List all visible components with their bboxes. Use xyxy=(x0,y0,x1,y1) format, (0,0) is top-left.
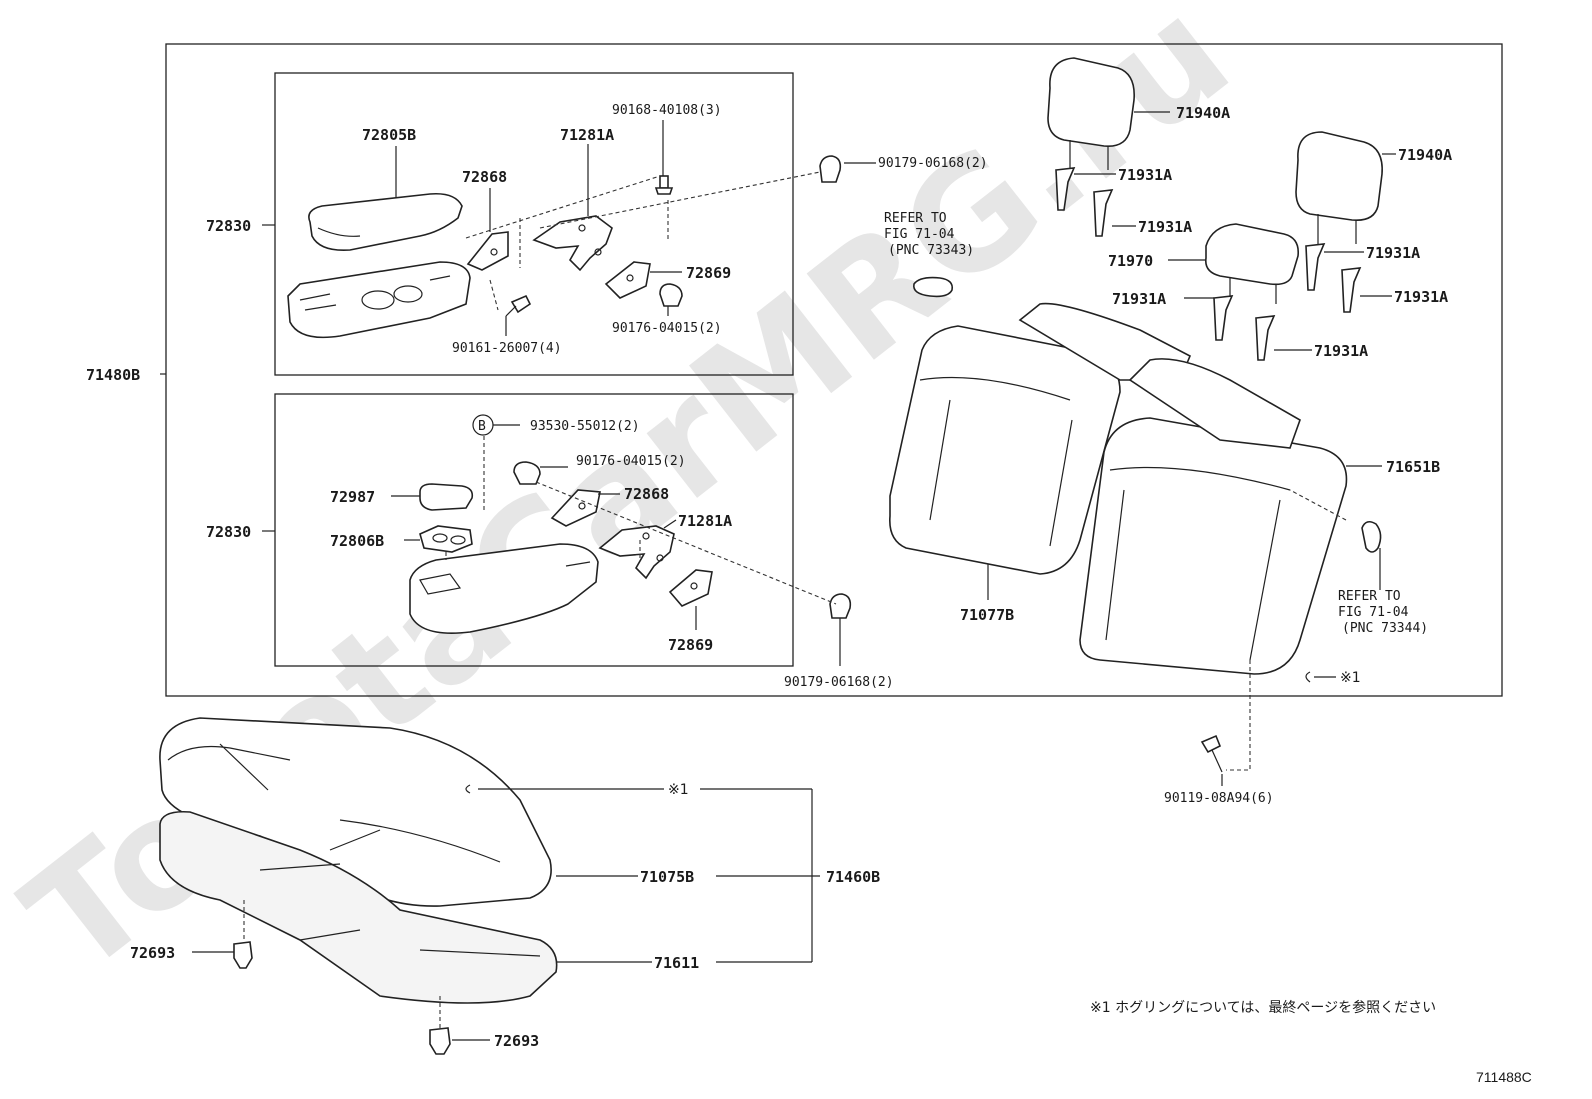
label-71651B: 71651B xyxy=(1386,458,1440,476)
headrest-71970-center xyxy=(1204,223,1300,304)
cup-holder-72806B xyxy=(419,525,473,553)
label-93530-55012: 93530-55012(2) xyxy=(530,419,640,434)
refer-73343-line3: (PNC 73343) xyxy=(888,243,974,258)
label-71940A-right: 71940A xyxy=(1398,146,1452,164)
label-71075B: 71075B xyxy=(640,868,694,886)
marker-note1-lower: ※1 xyxy=(668,782,689,798)
circle-b-label: B xyxy=(478,419,486,434)
seat-frame-71611 xyxy=(159,810,558,1004)
footnote-hog-ring: ※1 ホグリングについては、最終ページを参照ください xyxy=(1090,999,1436,1016)
seatback-71077B xyxy=(889,302,1192,575)
label-72869-lower: 72869 xyxy=(668,636,713,654)
label-71931A-6: 71931A xyxy=(1314,342,1368,360)
label-72868-lower: 72868 xyxy=(624,485,669,503)
label-71931A-2: 71931A xyxy=(1138,218,1192,236)
hinge-71281A-lower xyxy=(598,525,675,580)
clip-90176-upper xyxy=(659,283,683,307)
label-72869-upper: 72869 xyxy=(686,264,731,282)
bracket-72869-lower xyxy=(668,569,713,607)
label-71931A-4: 71931A xyxy=(1112,290,1166,308)
cup-holder-lid-72987 xyxy=(419,483,474,511)
refer-73344-line1: REFER TO xyxy=(1338,589,1401,604)
label-71611: 71611 xyxy=(654,954,699,972)
label-90176-04015-lower: 90176-04015(2) xyxy=(576,454,686,469)
label-90179-06168-upper: 90179-06168(2) xyxy=(878,156,988,171)
bracket-72868-upper xyxy=(466,231,509,271)
figure-code: 711488C xyxy=(1476,1069,1532,1085)
main-assembly-frame xyxy=(165,43,1503,697)
label-90119-08A94: 90119-08A94(6) xyxy=(1164,791,1274,806)
label-90179-06168-lower: 90179-06168(2) xyxy=(784,675,894,690)
hook-ref-73344 xyxy=(1361,520,1382,553)
bracket-72868-lower xyxy=(550,489,601,527)
screw-90161-upper xyxy=(505,294,532,317)
lower-armrest-box xyxy=(274,393,794,667)
nut-90179-upper xyxy=(819,155,842,183)
bolt-90168-upper xyxy=(654,175,674,195)
bracket-72869-upper xyxy=(604,261,651,299)
clip-72693-upper xyxy=(233,941,253,969)
seatback-71651B xyxy=(1079,358,1348,675)
label-72830-upper: 72830 xyxy=(206,217,251,235)
marker-note1-upper: ※1 xyxy=(1340,670,1361,686)
upper-armrest-box xyxy=(274,72,794,376)
headrest-guides-71931A xyxy=(1055,167,1362,361)
label-72830-lower: 72830 xyxy=(206,523,251,541)
label-71931A-3: 71931A xyxy=(1366,244,1420,262)
label-90168-40108: 90168-40108(3) xyxy=(612,103,722,118)
refer-73344-line3: (PNC 73344) xyxy=(1342,621,1428,636)
label-71077B: 71077B xyxy=(960,606,1014,624)
refer-73343-line2: FIG 71-04 xyxy=(884,227,955,242)
label-72805B: 72805B xyxy=(362,126,416,144)
clip-72693-lower xyxy=(429,1027,451,1055)
label-90161-26007: 90161-26007(4) xyxy=(452,341,562,356)
label-72987: 72987 xyxy=(330,488,375,506)
nut-90179-lower xyxy=(829,593,852,619)
label-72693-lower: 72693 xyxy=(494,1032,539,1050)
headrest-71940A-right xyxy=(1295,131,1383,244)
label-71281A-lower: 71281A xyxy=(678,512,732,530)
label-72806B: 72806B xyxy=(330,532,384,550)
hook-ref-73343 xyxy=(913,276,954,298)
label-71281A-upper: 71281A xyxy=(560,126,614,144)
hinge-71281A-upper xyxy=(532,215,613,272)
refer-73343-line1: REFER TO xyxy=(884,211,947,226)
armrest-body-upper xyxy=(287,261,471,339)
refer-73344-line2: FIG 71-04 xyxy=(1338,605,1409,620)
label-71931A-1: 71931A xyxy=(1118,166,1172,184)
clip-90176-lower xyxy=(513,461,541,485)
armrest-cover-72805B xyxy=(308,192,463,252)
label-71970: 71970 xyxy=(1108,252,1153,270)
label-71940A-left: 71940A xyxy=(1176,104,1230,122)
label-90176-04015-upper: 90176-04015(2) xyxy=(612,321,722,336)
label-71460B: 71460B xyxy=(826,868,880,886)
label-71480B: 71480B xyxy=(86,366,140,384)
label-72693-upper: 72693 xyxy=(130,944,175,962)
bolt-90119 xyxy=(1200,734,1223,773)
circle-b-marker: B xyxy=(472,414,494,436)
label-71931A-5: 71931A xyxy=(1394,288,1448,306)
armrest-body-lower xyxy=(409,543,599,634)
label-72868-upper: 72868 xyxy=(462,168,507,186)
headrest-71940A-left xyxy=(1047,57,1135,172)
